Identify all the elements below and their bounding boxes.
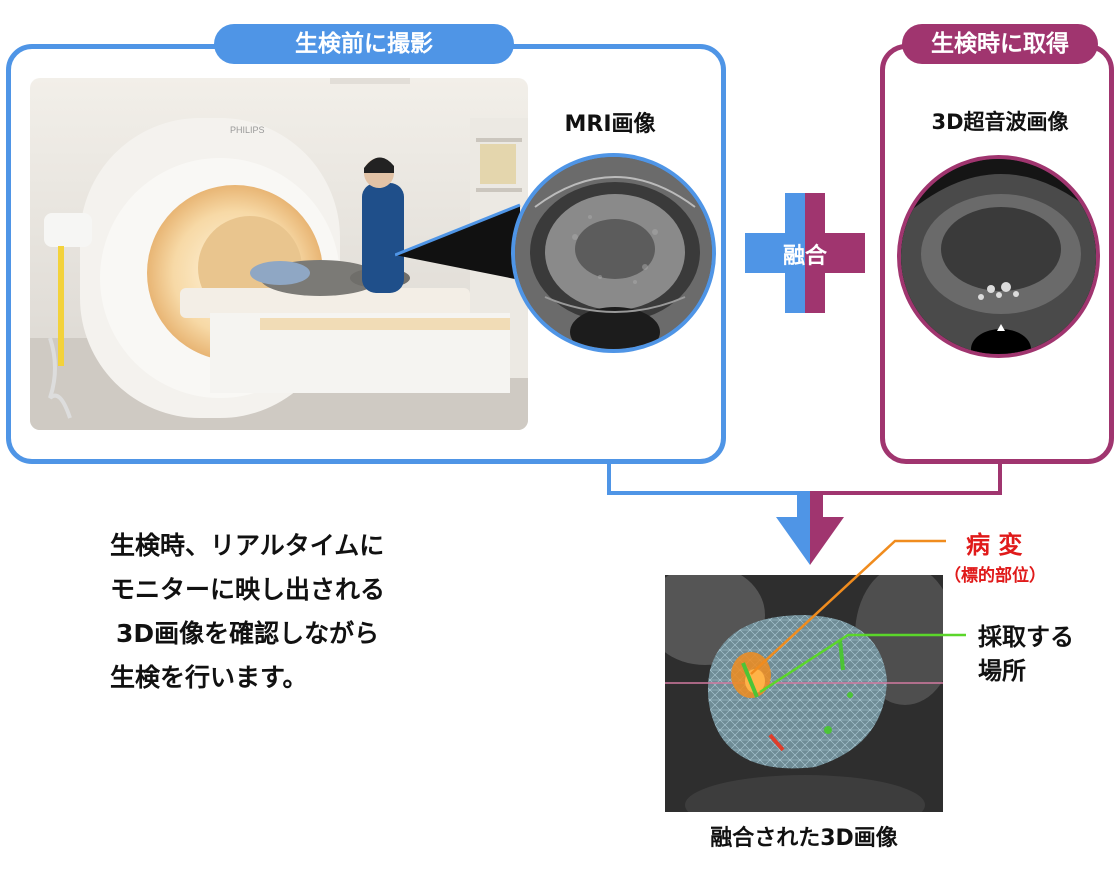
mri-room-photo: PHILIPS: [30, 78, 528, 430]
photo-callout-wedge: [395, 203, 521, 280]
sample-label-line: 場所: [978, 657, 1026, 685]
description-line: 生検を行います。: [110, 663, 308, 692]
mri-image: [511, 153, 716, 353]
during-biopsy-label: 生検時に取得: [902, 24, 1098, 64]
sample-location-label: 採取する 場所: [978, 620, 1074, 688]
mri-image-caption: MRI画像: [564, 112, 656, 137]
sample-leader-line: [759, 633, 966, 694]
lesion-label: 病 変: [966, 531, 1023, 559]
ultrasound-image-caption: 3D超音波画像: [931, 110, 1069, 134]
description-line: 生検時、リアルタイムに: [110, 531, 385, 560]
sample-label-line: 採取する: [978, 623, 1074, 651]
description-text: 生検時、リアルタイムに モニターに映し出される 3D画像を確認しながら 生検を行…: [110, 524, 490, 700]
description-line: 3D画像を確認しながら: [116, 619, 380, 648]
before-biopsy-label: 生検前に撮影: [214, 24, 514, 64]
lesion-sublabel: （標的部位）: [944, 566, 1046, 586]
fused-3d-image: [665, 575, 943, 812]
lesion-leader-line: [750, 539, 946, 675]
merge-arrow: [776, 493, 844, 565]
description-line: モニターに映し出される: [110, 575, 386, 604]
fused-image-caption: 融合された3D画像: [710, 826, 898, 851]
fusion-label: 融合: [782, 244, 827, 269]
scanner-brand: PHILIPS: [230, 125, 265, 135]
ultrasound-image: [897, 155, 1100, 358]
fusion-plus-icon: [745, 193, 865, 313]
